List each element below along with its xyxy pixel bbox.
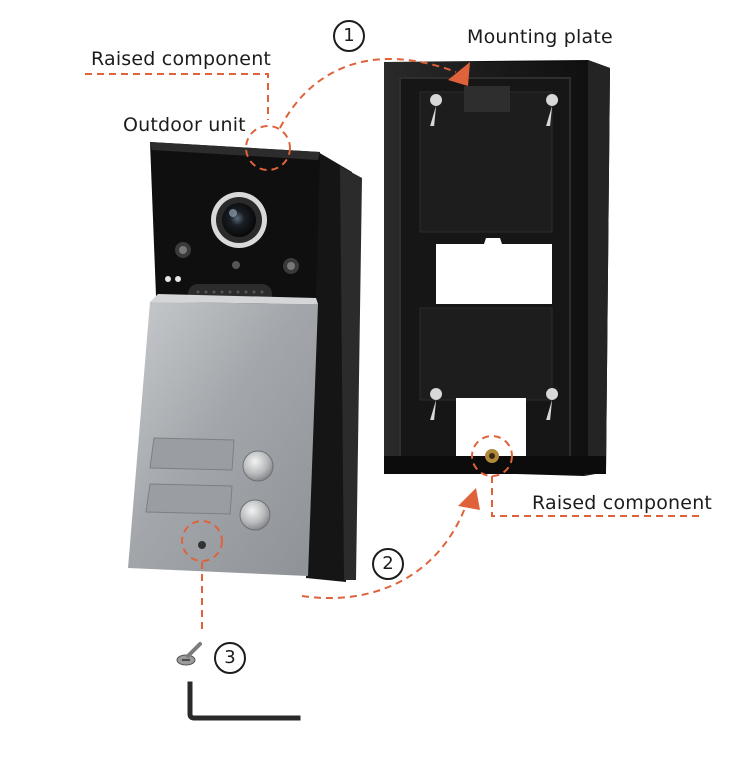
camera-lens-icon (211, 192, 267, 248)
label-raised-component-top: Raised component (91, 48, 271, 70)
top-tab (464, 86, 510, 112)
step-1-badge: 1 (333, 20, 365, 52)
step-3-badge: 3 (214, 642, 246, 674)
hex-key-icon (190, 684, 298, 718)
screw-icon (177, 644, 200, 665)
call-button-icon (243, 451, 273, 481)
name-plate-1 (150, 438, 234, 470)
call-button-icon (240, 500, 270, 530)
name-plate-2 (146, 484, 232, 514)
light-sensor (232, 261, 240, 269)
label-raised-component-bottom: Raised component (532, 492, 712, 514)
mounting-plate (384, 60, 610, 476)
label-outdoor-unit: Outdoor unit (123, 114, 246, 136)
step-2-badge: 2 (372, 548, 404, 580)
arrow-head-step-2 (458, 488, 480, 510)
outdoor-unit (128, 142, 362, 582)
bottom-screw-hole (198, 541, 206, 549)
status-led (165, 276, 171, 282)
cable-window (436, 238, 552, 304)
label-mounting-plate: Mounting plate (467, 26, 613, 48)
